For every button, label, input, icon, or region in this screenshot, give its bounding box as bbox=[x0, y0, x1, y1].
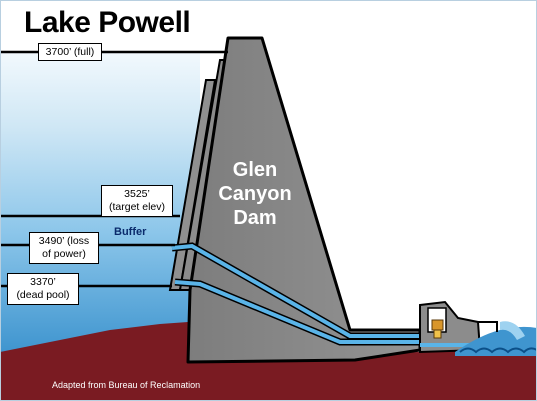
level-label-full: 3700’ (full) bbox=[38, 43, 102, 61]
level-label-target: 3525’ (target elev) bbox=[101, 185, 173, 217]
dam-upstream-layer bbox=[168, 79, 217, 291]
level-label-dead-pool: 3370’ (dead pool) bbox=[7, 273, 79, 305]
spillway-water bbox=[500, 321, 525, 340]
riverbed bbox=[0, 322, 190, 401]
penstock-pipe-upper-fill bbox=[171, 243, 420, 338]
dam-label: Glen Canyon Dam bbox=[218, 159, 292, 229]
credit-text: Adapted from Bureau of Reclamation bbox=[52, 380, 201, 390]
river-waves bbox=[459, 347, 537, 354]
turbine-icon bbox=[433, 329, 442, 339]
powerhouse-outlet bbox=[478, 321, 498, 332]
buffer-label: Buffer bbox=[114, 226, 147, 238]
diagram-title: Lake Powell bbox=[24, 6, 191, 39]
generator-icon bbox=[431, 319, 444, 331]
level-label-loss-of-power: 3490’ (loss of power) bbox=[29, 232, 99, 264]
penstock-pipe-lower-fill bbox=[174, 280, 425, 344]
